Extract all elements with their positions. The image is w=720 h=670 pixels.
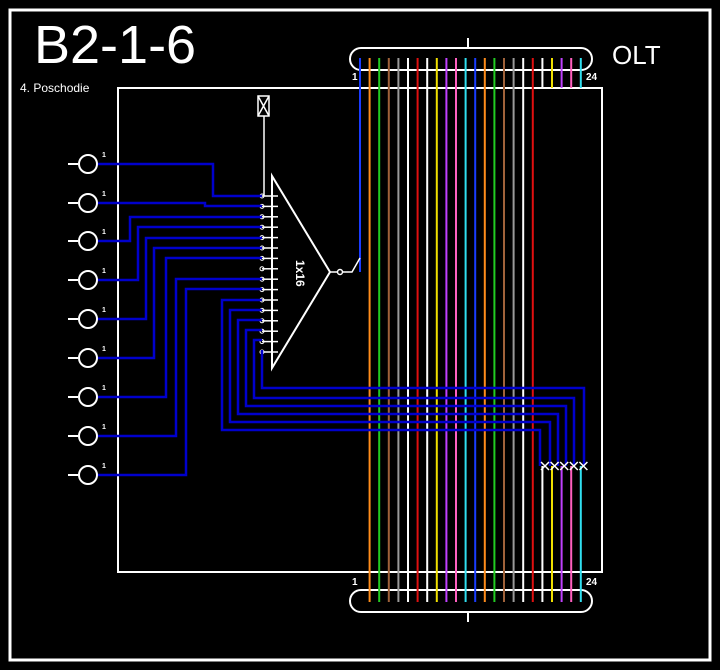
drop-cable-2	[98, 201, 262, 208]
marker-x-b	[257, 95, 270, 117]
port-7	[78, 387, 98, 407]
port-1	[78, 154, 98, 174]
port-9	[78, 465, 98, 485]
fiber-end-label-bottom: 24	[586, 577, 598, 588]
splitter-input	[336, 268, 344, 276]
drop-cable-9	[98, 287, 262, 477]
splitter-1x16	[271, 172, 332, 372]
fiber-start-label-top: 1	[352, 72, 358, 83]
drop-cable-4	[98, 225, 262, 282]
drop-cable-8	[98, 277, 262, 438]
route-cable-5	[252, 338, 576, 466]
route-cable-2	[228, 308, 552, 466]
port-label-1: 1	[102, 152, 106, 159]
olt-label: OLT	[612, 40, 661, 70]
splitter-to-fiber	[343, 257, 361, 273]
port-label-6: 1	[102, 346, 106, 353]
outer-frame	[8, 8, 712, 662]
splice-x-b-5	[578, 461, 588, 471]
fiber-end-label-top: 24	[586, 72, 598, 83]
splice-x-b-4	[569, 461, 579, 471]
route-cable-3	[236, 318, 560, 466]
port-5	[78, 309, 98, 329]
splice-x-b-3	[559, 461, 569, 471]
route-cable-1	[220, 298, 542, 466]
floor-label: 4. Poschodie	[20, 81, 90, 95]
drop-cable-3	[98, 215, 262, 243]
port-label-7: 1	[102, 385, 106, 392]
port-8	[78, 426, 98, 446]
port-6	[78, 348, 98, 368]
port-4	[78, 270, 98, 290]
port-label-4: 1	[102, 268, 106, 275]
route-cable-6	[260, 350, 586, 466]
port-label-3: 1	[102, 229, 106, 236]
route-cable-4	[244, 328, 568, 466]
splice-x-b-1	[540, 461, 550, 471]
port-label-8: 1	[102, 424, 106, 431]
splitter-output-port-8	[259, 266, 265, 272]
olt-cable-bottom	[349, 589, 593, 613]
fiber-start-label-bottom: 1	[352, 577, 358, 588]
drop-cable-6	[98, 246, 262, 360]
splice-x-b-2	[550, 461, 560, 471]
port-label-5: 1	[102, 307, 106, 314]
drop-cable-1	[98, 162, 262, 198]
drop-cable-5	[98, 236, 262, 321]
olt-cable-top	[349, 47, 593, 71]
splitter-label: 1x16	[293, 260, 307, 287]
page-title: B2-1-6	[34, 15, 197, 75]
drop-cable-7	[98, 256, 262, 399]
port-3	[78, 231, 98, 251]
port-label-2: 1	[102, 191, 106, 198]
port-2	[78, 193, 98, 213]
port-label-9: 1	[102, 463, 106, 470]
marker-box	[257, 95, 270, 117]
